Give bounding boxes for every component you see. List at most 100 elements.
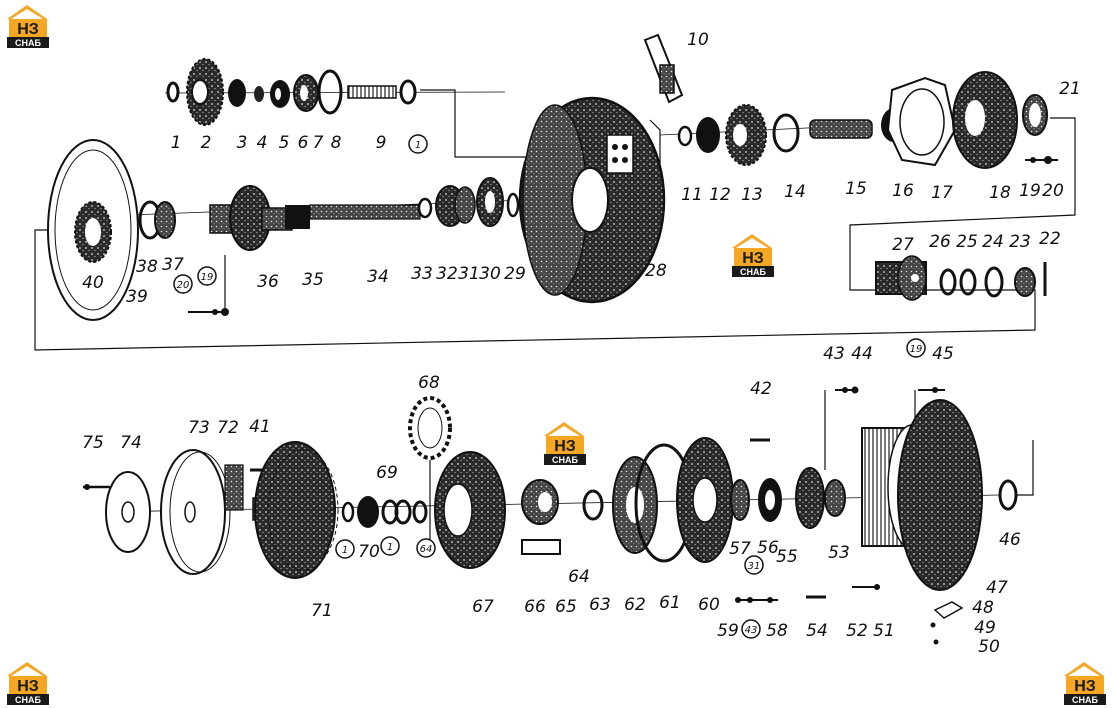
part-label: 67 [472, 597, 494, 617]
part-1-washer [166, 81, 180, 103]
part-number: 49 [974, 618, 996, 638]
part-label: 32 [436, 264, 458, 284]
part-label: 33 [411, 264, 433, 284]
part-label: 43 [741, 619, 761, 639]
part-number: 41 [249, 417, 271, 437]
part-75-bolt [83, 484, 110, 490]
part-label: 4 [257, 133, 268, 153]
part-number: 1 [387, 542, 393, 553]
part-number: 47 [986, 578, 1008, 598]
part-label: 41 [249, 417, 271, 437]
part-8-ring [317, 69, 343, 115]
part-number: 10 [687, 30, 709, 50]
part-number: 26 [929, 232, 951, 252]
part-label: 44 [851, 344, 873, 364]
part-label: 21 [1059, 79, 1081, 99]
part-67-turbine [434, 451, 506, 569]
part-number: 36 [257, 272, 279, 292]
part-number: 30 [479, 264, 501, 284]
label-circle [197, 266, 217, 286]
part-number: 29 [504, 264, 526, 284]
part-number: 62 [624, 595, 646, 615]
part-label: 18 [989, 183, 1011, 203]
part-label: 27 [892, 235, 914, 255]
label-circle [408, 134, 428, 154]
logo-subtext: СНАБ [552, 455, 578, 465]
part-label: 1 [335, 539, 355, 559]
part-label: 9 [376, 133, 387, 153]
part-24-ring [984, 266, 1004, 298]
part-25-ring [959, 268, 977, 296]
logo-band-shape [732, 266, 774, 277]
part-number: 1 [171, 133, 182, 153]
part-label: 3 [237, 133, 248, 153]
part-number: 1 [415, 140, 421, 151]
part-number: 58 [766, 621, 788, 641]
part-5-bearing [270, 80, 290, 108]
part-label: 46 [999, 530, 1021, 550]
logo-text: НЗ [554, 438, 576, 455]
part-number: 43 [745, 625, 758, 636]
part-label: 14 [784, 182, 806, 202]
part-number: 37 [162, 255, 184, 275]
part-27-flange [875, 255, 927, 301]
part-number: 53 [828, 543, 850, 563]
part-label: 56 [757, 538, 779, 558]
part-number: 3 [237, 133, 248, 153]
part-63-ring [582, 489, 604, 521]
logo-roof-shape [544, 422, 584, 436]
part-number: 12 [709, 185, 731, 205]
logo-subtext: СНАБ [1072, 695, 1098, 705]
part-73-disc [160, 449, 231, 575]
part-number: 22 [1039, 229, 1061, 249]
part-number: 42 [750, 379, 772, 399]
logo-roof-shape [7, 662, 47, 676]
part-number: 50 [978, 637, 1000, 657]
part-number: 44 [851, 344, 873, 364]
part-label: 31 [744, 555, 764, 575]
part-17-gasket [886, 76, 957, 167]
part-1-circled-washer [399, 79, 417, 105]
part-number: 54 [806, 621, 828, 641]
part-33-washer [417, 197, 433, 219]
logo-text: НЗ [17, 21, 39, 38]
part-number: 40 [82, 273, 104, 293]
part-label: 69 [376, 463, 398, 483]
part-label: 19 [1019, 181, 1041, 201]
part-43-44-bolts [835, 386, 859, 394]
part-number: 69 [376, 463, 398, 483]
part-number: 23 [1009, 232, 1031, 252]
part-number: 31 [748, 561, 761, 572]
label-circle [173, 274, 193, 294]
logo-subtext: СНАБ [15, 38, 41, 48]
part-label: 48 [972, 598, 994, 618]
part-label: 7 [313, 133, 324, 153]
part-number: 70 [358, 542, 380, 562]
part-number: 68 [418, 373, 440, 393]
part-label: 70 [358, 542, 380, 562]
part-number: 48 [972, 598, 994, 618]
part-label: 12 [709, 185, 731, 205]
part-label: 38 [136, 257, 158, 277]
part-label: 62 [624, 595, 646, 615]
part-21-seal [1022, 94, 1048, 136]
part-15-shaft [809, 119, 873, 139]
part-number: 45 [932, 344, 954, 364]
part-label: 51 [873, 621, 895, 641]
part-label: 28 [645, 261, 667, 281]
part-number: 38 [136, 257, 158, 277]
part-label: 60 [698, 595, 720, 615]
part-label: 45 [932, 344, 954, 364]
part-number: 66 [524, 597, 546, 617]
part-68-ring [408, 396, 452, 460]
logo-subtext: СНАБ [15, 695, 41, 705]
part-number: 8 [331, 133, 342, 153]
part-label: 25 [956, 232, 978, 252]
part-18-cover [952, 71, 1018, 169]
part-number: 18 [989, 183, 1011, 203]
part-number: 32 [436, 264, 458, 284]
part-label: 23 [1009, 232, 1031, 252]
part-number: 27 [892, 235, 914, 255]
